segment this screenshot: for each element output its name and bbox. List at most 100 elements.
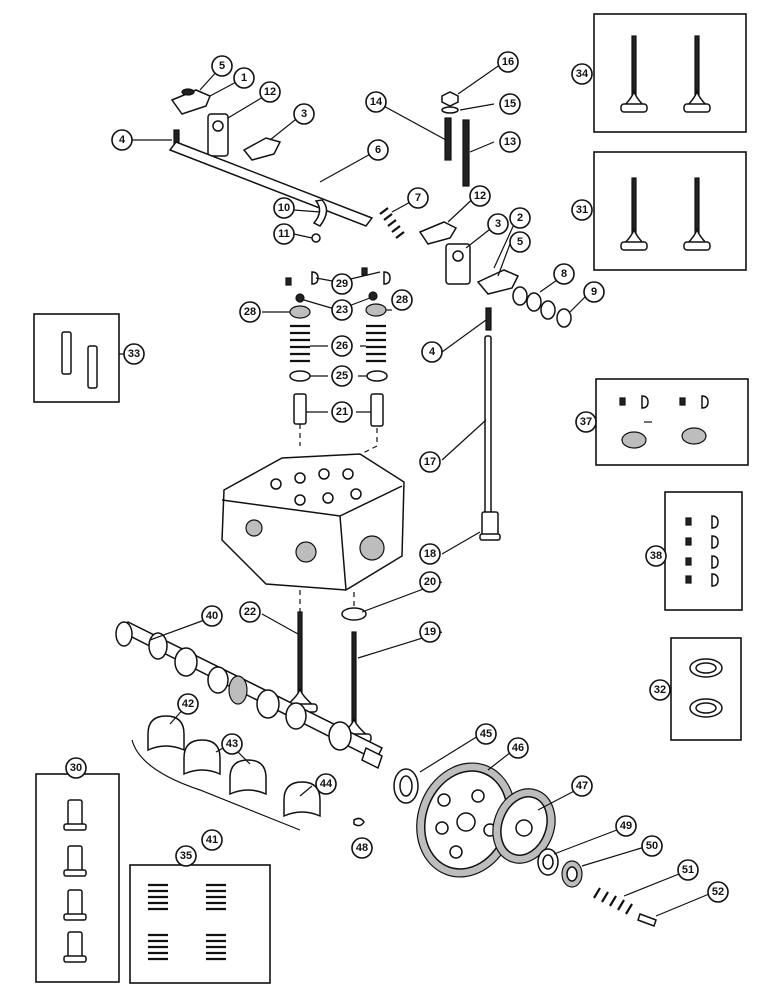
callout-22: 22	[239, 601, 261, 623]
callout-3b: 3	[487, 213, 509, 235]
callout-48: 48	[351, 837, 373, 859]
kit-box-34-valves	[593, 13, 747, 133]
svg-text:20: 20	[424, 576, 436, 588]
svg-text:14: 14	[370, 96, 383, 108]
svg-text:30: 30	[70, 762, 82, 774]
callout-12b: 12	[469, 185, 491, 207]
kit-box-35-springs	[129, 864, 271, 984]
callout-13: 13	[499, 131, 521, 153]
svg-text:1: 1	[241, 72, 247, 84]
callout-3a: 3	[293, 103, 315, 125]
callout-8: 8	[553, 263, 575, 285]
svg-text:43: 43	[226, 738, 238, 750]
cam-bearings	[131, 715, 365, 831]
callout-44: 44	[315, 773, 337, 795]
callout-18: 18	[419, 543, 441, 565]
callout-38: 38	[645, 545, 667, 567]
callout-5b: 5	[509, 231, 531, 253]
callout-37: 37	[575, 411, 597, 433]
callout-33: 33	[123, 343, 145, 365]
svg-text:47: 47	[576, 780, 588, 792]
svg-text:38: 38	[650, 550, 662, 562]
callout-19: 19	[419, 621, 441, 643]
callout-32: 32	[649, 679, 671, 701]
callout-17: 17	[419, 451, 441, 473]
svg-text:32: 32	[654, 684, 666, 696]
svg-text:51: 51	[682, 864, 694, 876]
svg-text:19: 19	[424, 626, 436, 638]
svg-text:5: 5	[517, 236, 523, 248]
svg-text:7: 7	[415, 192, 421, 204]
callout-34: 34	[571, 63, 593, 85]
svg-text:12: 12	[474, 190, 486, 202]
svg-text:23: 23	[336, 304, 348, 316]
callout-52: 52	[707, 881, 729, 903]
callout-9: 9	[583, 281, 605, 303]
svg-text:35: 35	[180, 850, 192, 862]
svg-text:25: 25	[336, 370, 348, 382]
svg-text:9: 9	[591, 286, 597, 298]
callout-26: 26	[331, 335, 353, 357]
rocker-assembly	[168, 88, 572, 331]
svg-text:34: 34	[576, 68, 589, 80]
kit-box-38-locks	[664, 491, 743, 611]
kit-box-31-valves	[593, 151, 747, 271]
callout-11: 11	[273, 223, 295, 245]
svg-text:13: 13	[504, 136, 516, 148]
svg-text:28: 28	[396, 294, 408, 306]
svg-text:11: 11	[278, 228, 290, 240]
callout-5a: 5	[211, 55, 233, 77]
svg-text:16: 16	[502, 56, 514, 68]
callout-12a: 12	[259, 81, 281, 103]
svg-text:4: 4	[119, 134, 126, 146]
svg-text:37: 37	[580, 416, 592, 428]
svg-text:22: 22	[244, 606, 256, 618]
svg-text:44: 44	[320, 778, 333, 790]
svg-text:3: 3	[495, 218, 501, 230]
svg-text:17: 17	[424, 456, 436, 468]
callout-47: 47	[571, 775, 593, 797]
callout-28a: 28	[239, 301, 261, 323]
svg-text:15: 15	[504, 98, 516, 110]
callout-25: 25	[331, 365, 353, 387]
svg-text:31: 31	[576, 204, 588, 216]
callout-51: 51	[677, 859, 699, 881]
svg-text:52: 52	[712, 886, 724, 898]
svg-text:21: 21	[336, 406, 348, 418]
callout-23: 23	[331, 299, 353, 321]
valve-train	[285, 267, 501, 541]
callout-2: 2	[509, 207, 531, 229]
callout-46: 46	[507, 737, 529, 759]
callout-6: 6	[367, 139, 389, 161]
kit-box-33-valve-guides	[33, 313, 120, 403]
svg-text:4: 4	[429, 346, 436, 358]
svg-text:40: 40	[206, 610, 218, 622]
callout-4a: 4	[111, 129, 133, 151]
svg-text:5: 5	[219, 60, 225, 72]
callout-50: 50	[641, 835, 663, 857]
callout-41: 41	[201, 829, 223, 851]
callout-20: 20	[419, 571, 441, 593]
svg-text:46: 46	[512, 742, 524, 754]
svg-text:41: 41	[206, 834, 218, 846]
callout-14: 14	[365, 91, 387, 113]
svg-text:42: 42	[182, 698, 194, 710]
svg-text:8: 8	[561, 268, 567, 280]
svg-text:12: 12	[264, 86, 276, 98]
svg-text:10: 10	[278, 202, 290, 214]
svg-text:29: 29	[336, 278, 348, 290]
callout-21: 21	[331, 401, 353, 423]
callout-42: 42	[177, 693, 199, 715]
svg-text:45: 45	[480, 728, 492, 740]
camshaft	[115, 621, 384, 770]
callout-49: 49	[615, 815, 637, 837]
cylinder-head	[221, 453, 405, 616]
kit-box-37-keepers	[595, 378, 749, 466]
callout-10: 10	[273, 197, 295, 219]
callout-1: 1	[233, 67, 255, 89]
svg-text:48: 48	[356, 842, 368, 854]
callout-16: 16	[497, 51, 519, 73]
svg-text:2: 2	[517, 212, 523, 224]
callout-28b: 28	[391, 289, 413, 311]
svg-text:26: 26	[336, 340, 348, 352]
